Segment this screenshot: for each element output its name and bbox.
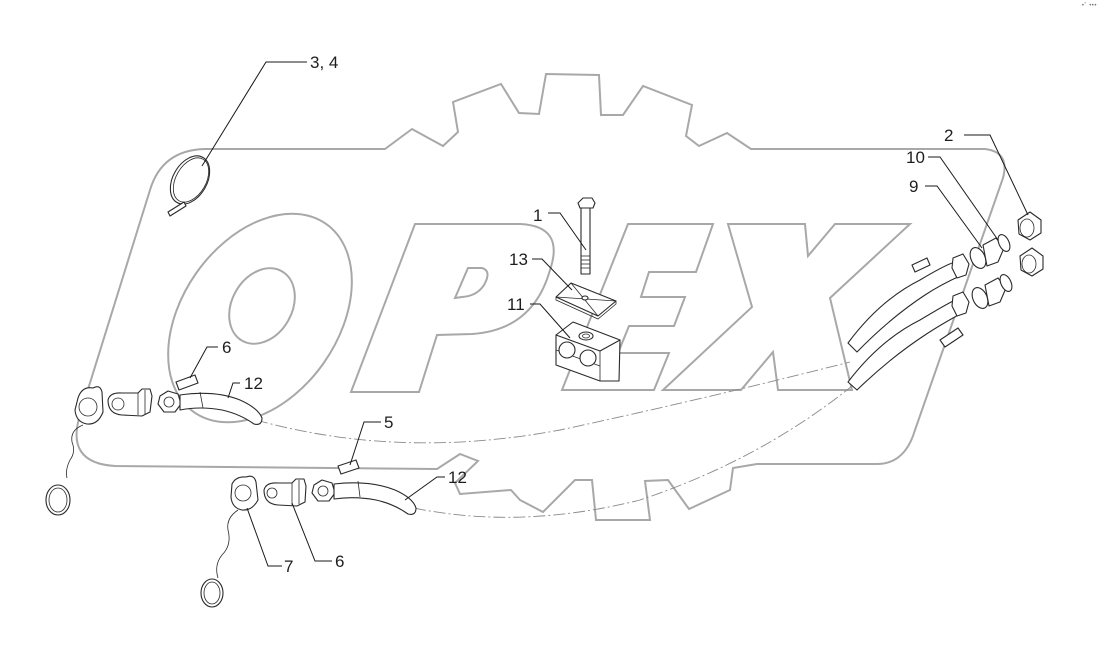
callout-9: 9 xyxy=(909,177,918,196)
watermark-logo xyxy=(75,72,1006,521)
callout-6-lower: 6 xyxy=(335,552,344,571)
part-right-hose-assembly xyxy=(847,211,1044,391)
leader-lines xyxy=(189,61,1029,567)
callout-labels: 3, 4 1 13 11 2 10 9 6 12 5 12 7 6 xyxy=(222,53,953,576)
part-left-coupler-assembly-upper xyxy=(45,374,263,516)
callout-1: 1 xyxy=(533,206,542,225)
watermark-gear-outline xyxy=(75,72,1006,521)
callout-2: 2 xyxy=(944,126,953,145)
callout-3-4: 3, 4 xyxy=(310,53,338,72)
watermark-letter-o-inner xyxy=(228,267,296,345)
hose-routing-centerlines xyxy=(255,361,853,518)
corner-mark: •˚ ••• xyxy=(1081,3,1097,9)
callout-11: 11 xyxy=(507,295,525,314)
part-bolt xyxy=(577,197,596,275)
callout-7: 7 xyxy=(284,557,293,576)
callout-12-lower: 12 xyxy=(448,468,467,487)
callout-10: 10 xyxy=(906,148,925,167)
watermark-letter-o-outer xyxy=(167,212,353,424)
part-twin-clamp-block xyxy=(555,321,621,382)
part-cover-plate xyxy=(555,282,617,320)
watermark-letter-p xyxy=(349,223,555,393)
part-left-coupler-assembly-lower xyxy=(200,459,417,608)
callout-13: 13 xyxy=(509,250,528,269)
callout-12-upper: 12 xyxy=(244,374,263,393)
callout-5: 5 xyxy=(384,413,393,432)
watermark-letter-p-hole xyxy=(453,267,489,300)
watermark-letter-x xyxy=(660,223,913,391)
callout-6-upper: 6 xyxy=(222,338,231,357)
watermark-letter-e xyxy=(560,223,715,391)
part-hose-clamp-ring xyxy=(167,155,211,217)
